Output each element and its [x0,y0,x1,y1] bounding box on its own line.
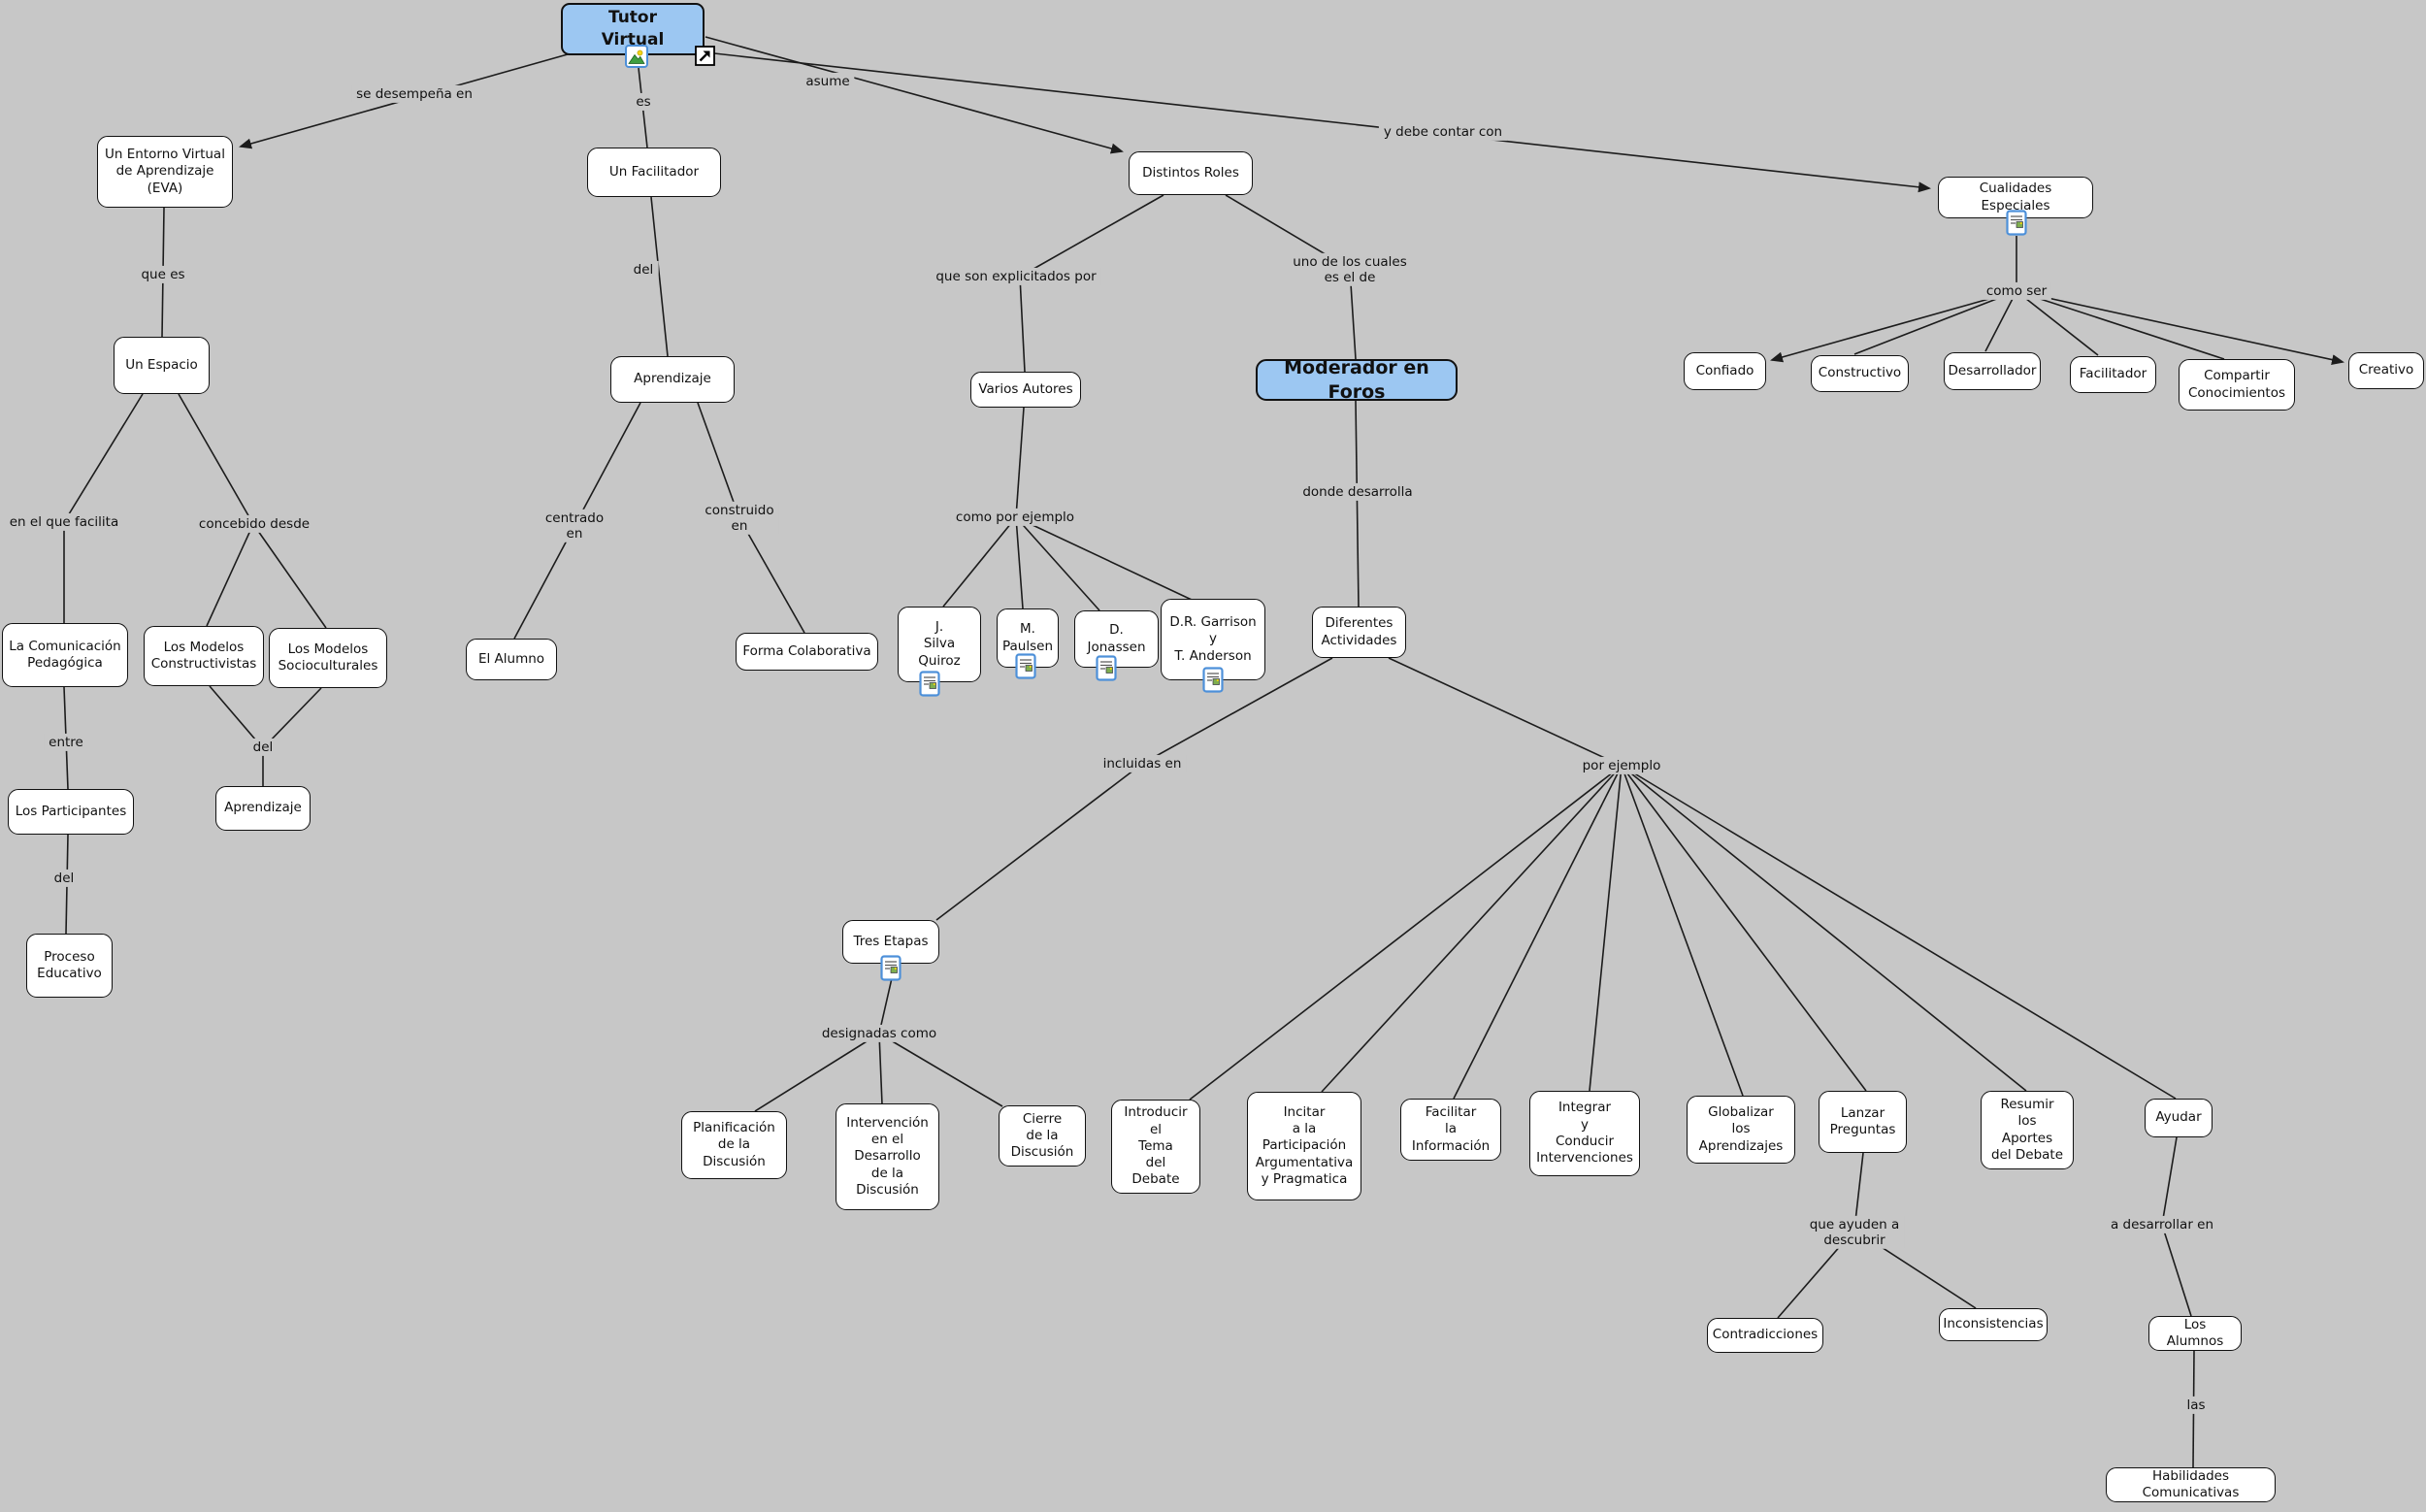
node-aprendizaje[interactable]: Aprendizaje [610,356,735,403]
node-un-espacio[interactable]: Un Espacio [114,337,210,394]
edge-ayudar-to-alumnos [2161,1136,2192,1317]
edge-aprendizaje-to-colaborativa [697,402,805,634]
node-los-alumnos[interactable]: Los Alumnos [2148,1316,2242,1351]
node-modelos-socioculturales[interactable]: Los Modelos Socioculturales [269,628,387,688]
node-resumir-aportes[interactable]: Resumir los Aportes del Debate [1981,1091,2074,1169]
edge-modelos-to-aprendizaje [209,685,322,786]
document-icon[interactable] [919,671,940,697]
edge-label-a-desarrollar-en[interactable]: a desarrollar en [2105,1215,2219,1234]
node-distintos-roles[interactable]: Distintos Roles [1129,151,1253,195]
node-comunicacion-pedagogica[interactable]: La Comunicación Pedagógica [2,623,128,687]
edge-label-en-el-que-facilita[interactable]: en el que facilita [4,512,124,532]
node-constructivo[interactable]: Constructivo [1811,355,1909,392]
edge-label-del-participantes[interactable]: del [49,869,80,888]
edge-actividades-to-etapas [935,657,1333,921]
node-integrar-conducir[interactable]: Integrar y Conducir Intervenciones [1529,1091,1640,1176]
edge-label-del-facilitador[interactable]: del [628,260,659,279]
edge-autores-to-ejemplos [942,407,1193,611]
edge-label-designadas-como[interactable]: designadas como [816,1024,942,1043]
node-el-alumno[interactable]: El Alumno [466,639,557,680]
document-icon[interactable] [2006,210,2027,236]
edge-label-incluidas-en[interactable]: incluidas en [1098,754,1187,773]
node-garrison-anderson[interactable]: D.R. Garrison y T. Anderson [1161,599,1265,680]
edge-label-centrado-en[interactable]: centrado en [540,509,609,543]
node-lanzar-preguntas[interactable]: Lanzar Preguntas [1819,1091,1907,1153]
link-icon[interactable] [695,46,715,66]
node-facilitar-informacion[interactable]: Facilitar la Información [1400,1099,1501,1161]
node-varios-autores[interactable]: Varios Autores [970,372,1081,408]
node-habilidades-comunicativas[interactable]: Habilidades Comunicativas [2106,1467,2276,1502]
edge-etapas-to-fases [754,977,1003,1112]
edge-label-como-por-ejemplo[interactable]: como por ejemplo [950,508,1080,527]
edge-label-entre[interactable]: entre [44,733,88,752]
edge-label-que-son-explicitados-por[interactable]: que son explicitados por [931,267,1101,286]
node-moderador-en-foros[interactable]: Moderador en Foros [1256,357,1458,403]
edge-label-uno-de-los-cuales[interactable]: uno de los cuales es el de [1288,252,1412,287]
edge-label-y-debe-contar-con[interactable]: y debe contar con [1378,122,1508,142]
edge-moderador-to-actividades [1355,400,1360,608]
edge-facilitador-to-aprendizaje [650,196,669,357]
edge-aprendizaje-to-alumno [513,402,641,640]
edge-label-que-ayuden-a-descubrir[interactable]: que ayuden a descubrir [1804,1215,1905,1250]
node-ayudar[interactable]: Ayudar [2145,1099,2213,1137]
edge-label-concebido-desde[interactable]: concebido desde [193,514,315,534]
edge-label-es[interactable]: es [631,92,656,112]
node-desarrollador[interactable]: Desarrollador [1944,352,2041,390]
node-planificacion-discusion[interactable]: Planificación de la Discusión [681,1111,787,1179]
edge-tutor-to-roles [705,36,1124,154]
node-diferentes-actividades[interactable]: Diferentes Actividades [1312,607,1406,658]
node-proceso-educativo[interactable]: Proceso Educativo [26,934,113,998]
document-icon[interactable] [1096,655,1117,681]
node-j-silva-quiroz[interactable]: J. Silva Quiroz [898,607,981,682]
node-inconsistencias[interactable]: Inconsistencias [1939,1308,2048,1341]
node-creativo[interactable]: Creativo [2348,352,2424,389]
edge-label-del-modelos[interactable]: del [247,738,279,757]
node-tres-etapas[interactable]: Tres Etapas [842,920,939,964]
node-confiado[interactable]: Confiado [1684,352,1766,390]
node-incitar-participacion[interactable]: Incitar a la Participación Argumentativa… [1247,1092,1361,1200]
edge-label-donde-desarrolla[interactable]: donde desarrolla [1297,482,1418,502]
node-compartir-conocimientos[interactable]: Compartir Conocimientos [2179,359,2295,411]
image-icon[interactable] [625,45,648,68]
document-icon[interactable] [1202,667,1224,693]
edge-label-asume[interactable]: asume [801,72,855,91]
edge-label-como-ser[interactable]: como ser [1981,281,2052,301]
node-cierre-discusion[interactable]: Cierre de la Discusión [999,1105,1086,1167]
node-los-participantes[interactable]: Los Participantes [8,789,134,835]
node-introducir-tema[interactable]: Introducir el Tema del Debate [1111,1100,1200,1194]
node-globalizar-aprendizajes[interactable]: Globalizar los Aprendizajes [1687,1096,1795,1164]
edge-cualidades-to-lista [1770,236,2344,366]
edge-espacio-to-comunicacion [63,393,144,623]
document-icon[interactable] [880,955,902,981]
edge-espacio-to-modelos [178,393,327,629]
edge-label-se-desempena-en[interactable]: se desempeña en [351,84,477,104]
edge-tutor-to-cualidades [705,51,1931,193]
node-facilitador-cualidad[interactable]: Facilitador [2070,356,2156,393]
edge-label-que-es[interactable]: que es [136,265,190,284]
node-contradicciones[interactable]: Contradicciones [1707,1318,1823,1353]
node-aprendizaje-modelos[interactable]: Aprendizaje [215,786,311,831]
edge-actividades-to-porejemplo [1189,657,2177,1101]
node-modelos-constructivistas[interactable]: Los Modelos Constructivistas [144,626,264,686]
edge-label-construido-en[interactable]: construido en [700,501,779,536]
edge-label-las[interactable]: las [2181,1396,2211,1415]
node-entorno-virtual-eva[interactable]: Un Entorno Virtual de Aprendizaje (EVA) [97,136,233,208]
node-intervencion-desarrollo[interactable]: Intervención en el Desarrollo de la Disc… [836,1103,939,1210]
node-forma-colaborativa[interactable]: Forma Colaborativa [736,633,878,671]
document-icon[interactable] [1015,653,1036,679]
edge-label-por-ejemplo[interactable]: por ejemplo [1577,756,1666,775]
node-un-facilitador[interactable]: Un Facilitador [587,148,721,197]
edge-roles-to-autores [1019,194,1164,373]
